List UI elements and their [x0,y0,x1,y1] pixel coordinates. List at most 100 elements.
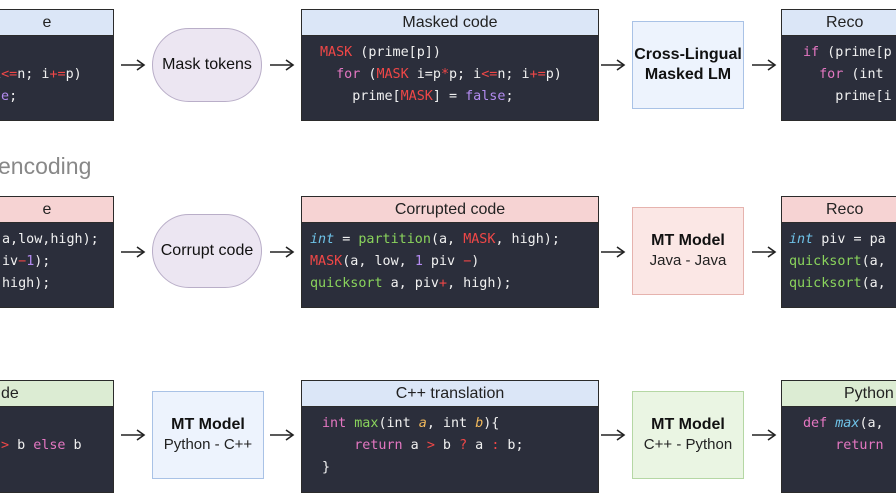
code-line: iv−1); [0,251,113,273]
code-token: MASK [400,89,433,104]
code-token: p) [545,67,562,82]
code-token: ); [34,254,51,269]
reconstructed-code-box: Reco if (prime[p for (int prime[i [781,9,896,121]
code-token: (a, [861,276,886,291]
code-token: (int [378,416,419,431]
arrow-icon [121,429,146,441]
code-token: quicksort [789,254,862,269]
code-token: se [0,89,10,104]
code-body: MASK (prime[p]) for (MASK i=p*p; i<=n; i… [302,36,598,108]
arrow-icon [601,59,626,71]
code-token: for [320,67,361,82]
code-token: } [322,460,331,475]
code-token: − [18,254,27,269]
code-token: p) [65,67,82,82]
cpp-translation-box: C++ translation int max(int a, int b){ r… [301,380,599,493]
code-token: (prime[p [819,45,892,60]
code-token: <= [481,67,498,82]
model-title: MT Model [171,416,245,433]
code-token: > [426,438,435,453]
code-body: a,low,high);iv−1);high); [0,223,113,295]
mask-tokens-step: Mask tokens [152,28,262,102]
code-token: b [65,438,82,453]
code-line: for (int [782,64,896,86]
code-token: b [17,438,34,453]
code-token: b [434,438,460,453]
code-token: a [418,416,427,431]
cross-lingual-masked-lm-box: Cross-Lingual Masked LM [632,21,744,109]
code-line: quicksort(a, [782,273,896,295]
code-token: (int [843,67,884,82]
code-line: MASK (prime[p]) [302,42,598,64]
code-line [0,413,113,435]
code-token: : [491,438,500,453]
code-token: , int [426,416,476,431]
code-body: def max(a, return [782,407,896,479]
code-line: i<=n; i+=p) [0,64,113,86]
arrow-icon [121,59,146,71]
code-token: > [1,438,18,453]
code-token: + [439,276,448,291]
code-token: a, piv [382,276,439,291]
code-token: max [354,416,379,431]
code-token: a [402,438,427,453]
code-token: int [789,232,814,247]
code-token: false [465,89,506,104]
arrow-icon [601,246,626,258]
arrow-icon [270,246,295,258]
arrow-icon [121,246,146,258]
model-title: Masked LM [644,66,732,83]
code-token: i [0,67,1,82]
code-line: } [302,457,598,479]
model-title: MT Model [651,416,725,433]
code-token: ; [505,89,514,104]
model-title: MT Model [651,232,725,249]
python-code-box: Python def max(a, return [781,380,896,493]
code-line: se; [0,86,113,108]
code-body: if (prime[p for (int prime[i [782,36,896,108]
code-token: quicksort [789,276,862,291]
corrupted-code-header: Corrupted code [302,197,598,223]
arrow-icon [270,59,295,71]
code-line: quicksort a, piv+, high); [302,273,598,295]
code-line: int max(int a, int b){ [302,413,598,435]
code-body: i<=n; i+=p)se; [0,36,113,108]
model-subtitle: Python - C++ [163,436,253,453]
code-token: ] = [432,89,466,104]
code-token: 1 [26,254,35,269]
code-line: high); [0,273,113,295]
reconstructed-code-header: Reco [782,10,896,36]
code-token: (a, [859,416,884,431]
step-label: Corrupt code [160,242,254,259]
code-token: ) [471,254,480,269]
code-line [0,457,113,479]
code-token: prime[ [320,89,401,104]
code-token: n; i [17,67,50,82]
code-token: else [33,438,66,453]
code-token: def [803,416,828,431]
code-token: 1 [414,254,423,269]
code-token: n; i [497,67,530,82]
code-body: > b else b [0,407,113,479]
code-token: ( [360,67,377,82]
code-token: (prime[p]) [352,45,441,60]
code-body: int = partition(a, MASK, high);MASK(a, l… [302,223,598,295]
code-token: p; i [449,67,482,82]
mt-model-python-cpp-box: MT Model Python - C++ [152,391,264,479]
code-line [782,457,896,479]
original-code-box: e i<=n; i+=p)se; [0,9,114,121]
code-token: piv [422,254,464,269]
code-token: MASK [463,232,496,247]
code-token: (a, [430,232,464,247]
masked-code-header: Masked code [302,10,598,36]
model-title: Cross-Lingual [634,46,742,63]
code-line: quicksort(a, [782,251,896,273]
code-token: , high); [447,276,512,291]
reconstructed-code-header: Reco [782,197,896,223]
code-token: MASK [376,67,409,82]
code-token: iv [2,254,19,269]
original-code-header: e [0,197,113,223]
code-token: MASK [310,254,343,269]
